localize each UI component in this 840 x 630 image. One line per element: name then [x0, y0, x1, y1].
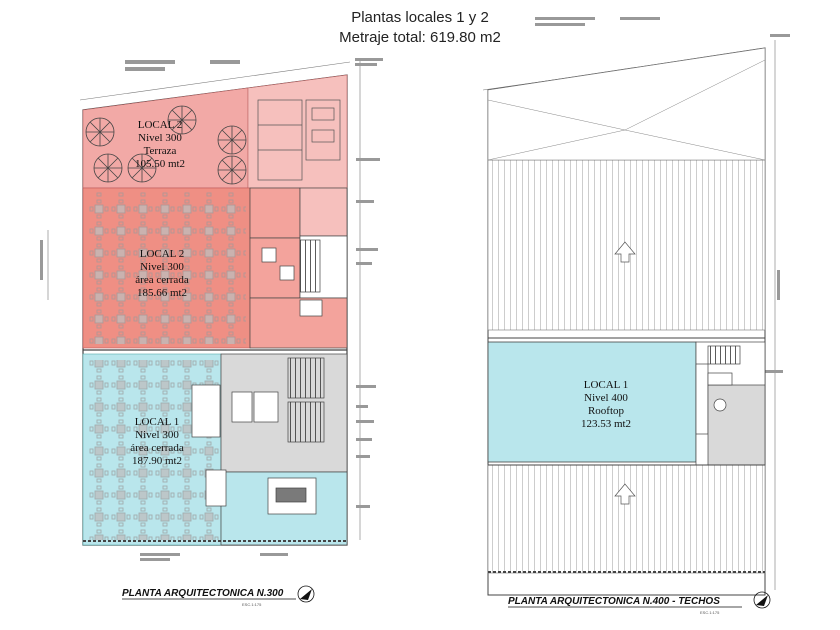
- svg-text:LOCAL 1: LOCAL 1: [135, 416, 180, 428]
- svg-text:Rooftop: Rooftop: [588, 405, 625, 417]
- plan-right-scale: ESC.1:175: [700, 610, 720, 615]
- svg-text:Nivel 300: Nivel 300: [135, 429, 179, 441]
- north-arrow-icon: [753, 591, 771, 609]
- service-rooms-local2: [249, 187, 348, 349]
- svg-text:Nivel 300: Nivel 300: [140, 261, 184, 273]
- header-title: Plantas locales 1 y 2: [351, 9, 489, 26]
- zone-label-rooftop: LOCAL 1 Nivel 400 Rooftop 123.53 mt2: [581, 379, 631, 430]
- north-arrow-icon: [297, 585, 315, 603]
- annotation-labels-left: [40, 58, 383, 561]
- svg-text:Nivel 400: Nivel 400: [584, 392, 628, 404]
- zone-label-local1-cerrada: LOCAL 1 Nivel 300 área cerrada 187.90 mt…: [130, 416, 184, 467]
- svg-text:área cerrada: área cerrada: [130, 442, 184, 454]
- svg-text:Nivel 300: Nivel 300: [138, 132, 182, 144]
- svg-text:105.50 mt2: 105.50 mt2: [135, 158, 185, 170]
- zone-label-terraza: LOCAL 2 Nivel 300 Terraza 105.50 mt2: [135, 119, 185, 170]
- plan-left-scale: ESC.1:175: [242, 602, 262, 607]
- plan-right-title: PLANTA ARQUITECTONICA N.400 - TECHOS: [508, 596, 720, 607]
- svg-text:LOCAL 2: LOCAL 2: [140, 248, 185, 260]
- plan-left-title: PLANTA ARQUITECTONICA N.300: [122, 588, 284, 599]
- plan-left: LOCAL 2 Nivel 300 Terraza 105.50 mt2 LOC…: [40, 58, 383, 607]
- header-total-area: Metraje total: 619.80 m2: [339, 29, 501, 46]
- svg-text:área cerrada: área cerrada: [135, 274, 189, 286]
- zone-rooftop: [487, 341, 697, 463]
- svg-text:123.53 mt2: 123.53 mt2: [581, 418, 631, 430]
- svg-text:LOCAL 1: LOCAL 1: [584, 379, 629, 391]
- svg-text:185.66 mt2: 185.66 mt2: [137, 287, 187, 299]
- service-core: [191, 353, 348, 546]
- svg-text:187.90 mt2: 187.90 mt2: [132, 455, 182, 467]
- svg-text:LOCAL 2: LOCAL 2: [138, 119, 183, 131]
- rooftop-core: [695, 341, 766, 466]
- slope-arrow-icons: [614, 241, 636, 505]
- zone-label-local2-cerrada: LOCAL 2 Nivel 300 área cerrada 185.66 mt…: [135, 248, 189, 299]
- page-header: Plantas locales 1 y 2 Metraje total: 619…: [0, 8, 840, 48]
- umbrella-tables: [85, 105, 247, 185]
- svg-text:Terraza: Terraza: [144, 145, 177, 157]
- plan-right: LOCAL 1 Nivel 400 Rooftop 123.53 mt2 PLA…: [482, 17, 790, 615]
